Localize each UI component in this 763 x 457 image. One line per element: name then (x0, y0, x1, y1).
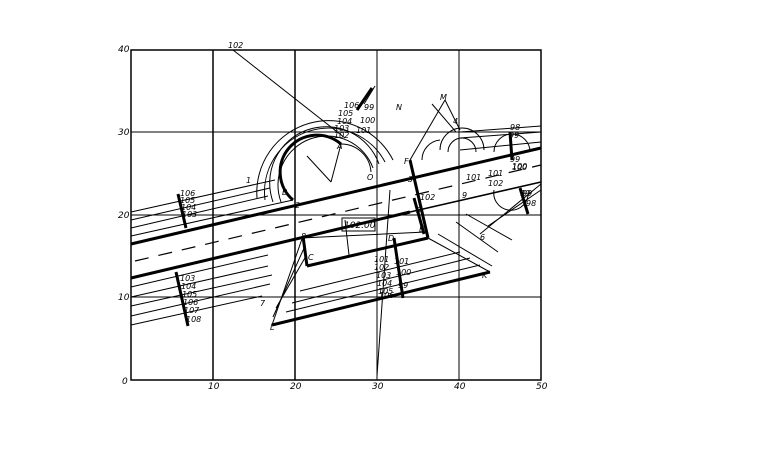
contour-label: 105 (182, 290, 197, 299)
point-E: E (419, 225, 425, 234)
y-tick-10: 10 (118, 293, 130, 303)
x-tick-10: 10 (208, 382, 220, 392)
contour-label: 106 (183, 298, 198, 307)
point-M: M (440, 93, 447, 102)
y-tick-40: 40 (118, 45, 130, 55)
point-8: 8 (301, 232, 306, 241)
point-B: B (282, 188, 288, 197)
contour-label: 104 (337, 117, 352, 126)
y-tick-30: 30 (118, 128, 130, 138)
contour-label: 99 (522, 189, 532, 198)
contour-label: 99 (520, 189, 530, 198)
contour-label: 101 (374, 255, 389, 264)
contour-label: 106 (180, 189, 195, 198)
contour-label: 99 (364, 103, 374, 112)
contour-label: 102 (374, 263, 389, 272)
middle-block (271, 159, 491, 377)
contour-label: 105 (378, 287, 393, 296)
point-7: 7 (260, 299, 266, 308)
contour-labels-right: 98 99 99 100 101 102 99 98 101 102 100 9… (420, 123, 536, 208)
contour-label: 104 (377, 279, 392, 288)
x-axis-ticks: 0 10 20 30 40 50 (122, 377, 548, 392)
point-1: 1 (246, 176, 251, 185)
point-9: 9 (462, 191, 467, 200)
contour-label: 101 (356, 126, 371, 135)
contour-label: 99 (509, 131, 519, 140)
point-A: A (336, 142, 342, 151)
contour-label: 102 (420, 193, 435, 202)
contour-label: 105 (338, 109, 353, 118)
contour-labels-left-bottom: 103 104 105 106 107 108 (180, 274, 201, 324)
point-3: 3 (408, 175, 413, 184)
main-road (130, 146, 542, 326)
contour-label: 101 (466, 173, 481, 182)
bank-marks (174, 85, 426, 327)
loop-arcs (232, 49, 394, 203)
contour-label: 105 (180, 196, 195, 205)
point-6: 6 (480, 233, 485, 242)
contour-label: 98 (510, 123, 520, 132)
contour-label: 104 (181, 203, 196, 212)
x-tick-30: 30 (372, 382, 384, 392)
contour-label: 103 (180, 274, 195, 283)
design-elevation-label: 102.00 (344, 221, 376, 231)
right-block (409, 99, 542, 273)
contour-label: 104 (181, 282, 196, 291)
x-tick-40: 40 (454, 382, 466, 392)
x-tick-20: 20 (290, 382, 302, 392)
elevation-box: 102.00 (341, 217, 376, 232)
contour-label: 100 (512, 162, 527, 171)
y-tick-20: 20 (118, 211, 130, 221)
contour-labels-arc: 106 105 104 103 102 99 100 101 (334, 101, 375, 140)
point-N: N (396, 103, 402, 112)
contour-labels-left-top: 106 105 104 103 (180, 189, 197, 219)
contour-label: 99 (398, 281, 408, 290)
contour-label: 101 (394, 257, 409, 266)
contour-label: 106 (344, 101, 359, 110)
contour-label: 101 (488, 169, 503, 178)
contour-labels-middle: 101 102 103 104 105 106 101 100 99 (374, 255, 411, 300)
point-labels: 1 2 3 4 5 6 7 8 9 A B C D E F K L M N O (246, 93, 488, 332)
point-C: C (308, 253, 314, 262)
contour-label: 99 (510, 155, 520, 164)
point-D: D (388, 234, 394, 243)
grid (130, 49, 542, 381)
contour-label: 100 (360, 116, 375, 125)
contour-label: 102 (488, 179, 503, 188)
contour-label: 100 (512, 163, 527, 172)
point-K: K (482, 271, 488, 280)
x-tick-50: 50 (536, 382, 548, 392)
point-F: F (404, 157, 409, 166)
contour-label: 98 (526, 199, 536, 208)
contour-label: 106 (379, 291, 394, 300)
point-L: L (270, 323, 274, 332)
point-O: O (367, 173, 373, 182)
point-4: 4 (453, 117, 458, 126)
contour-label: 103 (182, 210, 197, 219)
x-tick-0: 0 (122, 377, 128, 387)
contour-label: 108 (186, 315, 201, 324)
contour-label: 100 (396, 268, 411, 277)
contour-label: 102 (334, 131, 349, 140)
contour-label: 103 (376, 271, 391, 280)
point-5: 5 (416, 206, 421, 215)
y-axis-ticks: 10 20 30 40 (118, 45, 130, 303)
contour-label: 103 (334, 124, 349, 133)
contour-label: 107 (184, 306, 200, 315)
top-leader-label: 102 (228, 41, 243, 50)
point-2: 2 (295, 201, 300, 210)
